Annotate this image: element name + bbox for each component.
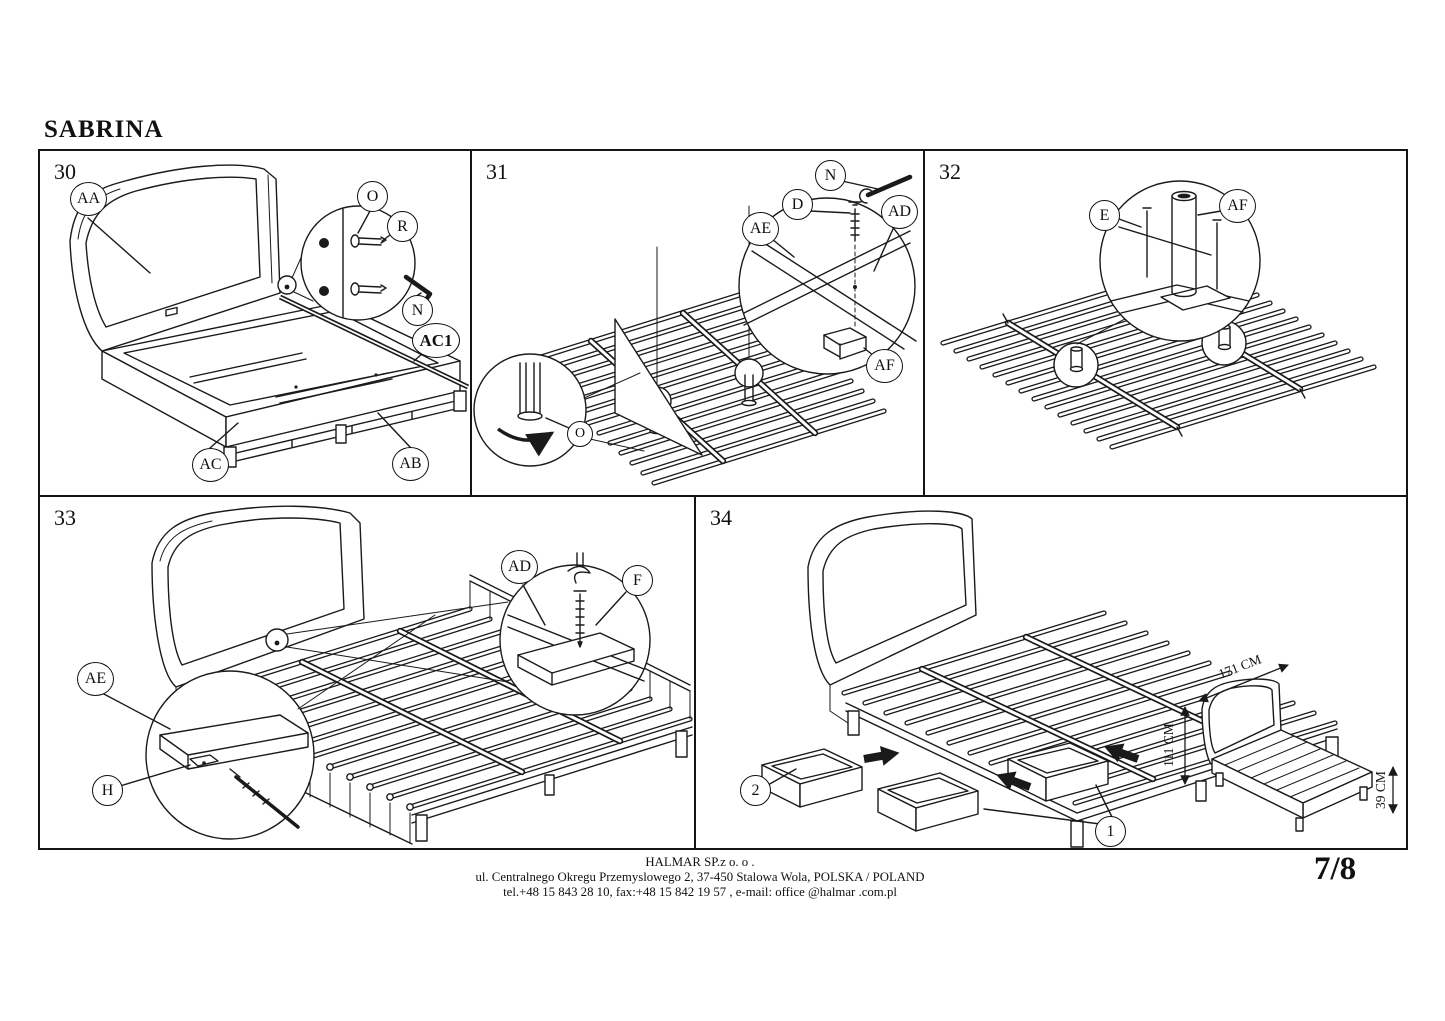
headboard (151, 505, 365, 724)
part-label-af: AF (1219, 189, 1256, 223)
step-number: 31 (486, 159, 508, 184)
dimension-diagram (1180, 663, 1398, 832)
step-32-drawing (940, 180, 1377, 450)
step-33-panel: 33 AD F AE H (40, 497, 696, 848)
part-label-h: H (92, 775, 123, 806)
leg-detail-circle (473, 353, 645, 467)
step-33-drawing (101, 505, 693, 845)
part-label-af: AF (866, 349, 903, 383)
step-number: 32 (939, 159, 961, 184)
slat-platform (519, 205, 887, 486)
leader-lines (101, 584, 627, 787)
drawer-single (761, 748, 863, 808)
leader-lines (767, 768, 1114, 825)
part-label-aa: AA (70, 182, 107, 216)
dimension-base-height: 39 CM (1373, 771, 1388, 809)
bed-frame-with-slats (841, 610, 1339, 848)
bolt-detail-circle (277, 205, 416, 321)
part-label-d: D (782, 189, 813, 220)
leader-lines (1118, 210, 1222, 256)
part-label-f: F (622, 565, 653, 596)
step-number: 30 (54, 159, 76, 184)
leg-detail-circle (1099, 180, 1261, 342)
manufacturer-footer: HALMAR SP.z o. o . ul. Centralnego Okreg… (0, 855, 1400, 900)
drawer-pair (877, 742, 1109, 832)
step-number: 33 (54, 505, 76, 530)
part-label-ae: AE (77, 662, 114, 696)
part-label-ac1: AC1 (412, 323, 460, 358)
part-label-ad: AD (881, 195, 918, 229)
product-title: SABRINA (44, 116, 164, 143)
part-label-n: N (402, 295, 433, 326)
part-label-r: R (387, 211, 418, 242)
step-32-panel: 32 E AF (925, 151, 1406, 497)
part-label-2: 2 (740, 775, 771, 806)
screw-detail-circle (738, 174, 917, 375)
company-address: ul. Centralnego Okregu Przemyslowego 2, … (475, 869, 925, 884)
step-31-panel: 31 N D AE AD AF O (472, 151, 925, 497)
headboard (69, 164, 281, 352)
step-number: 34 (710, 505, 732, 530)
company-name: HALMAR SP.z o. o . (645, 855, 755, 869)
part-label-ae: AE (742, 212, 779, 246)
leader-lines (771, 180, 894, 357)
part-label-o: O (567, 421, 593, 447)
headboard (807, 510, 977, 726)
dimension-height: 111 CM (1161, 723, 1176, 767)
page-number: 7/8 (1314, 851, 1357, 887)
step-34-panel: 34 2 1 171 CM 111 CM 39 CM (696, 497, 1406, 848)
part-label-ad: AD (501, 550, 538, 584)
part-label-ac: AC (192, 448, 229, 482)
step-31-drawing (473, 174, 917, 486)
part-label-o: O (357, 181, 388, 212)
part-label-ab: AB (392, 447, 429, 481)
steps-grid: 30 AA O R N AC1 AC AB (38, 149, 1408, 850)
step-30-panel: 30 AA O R N AC1 AC AB (40, 151, 472, 497)
part-label-n: N (815, 160, 846, 191)
part-label-e: E (1089, 200, 1120, 231)
screw-detail-circle (265, 552, 651, 716)
bracket-detail-circle (145, 614, 436, 840)
step-34-drawing (761, 510, 1398, 848)
part-label-1: 1 (1095, 816, 1126, 847)
company-contact: tel.+48 15 843 28 10, fax:+48 15 842 19 … (503, 884, 897, 899)
